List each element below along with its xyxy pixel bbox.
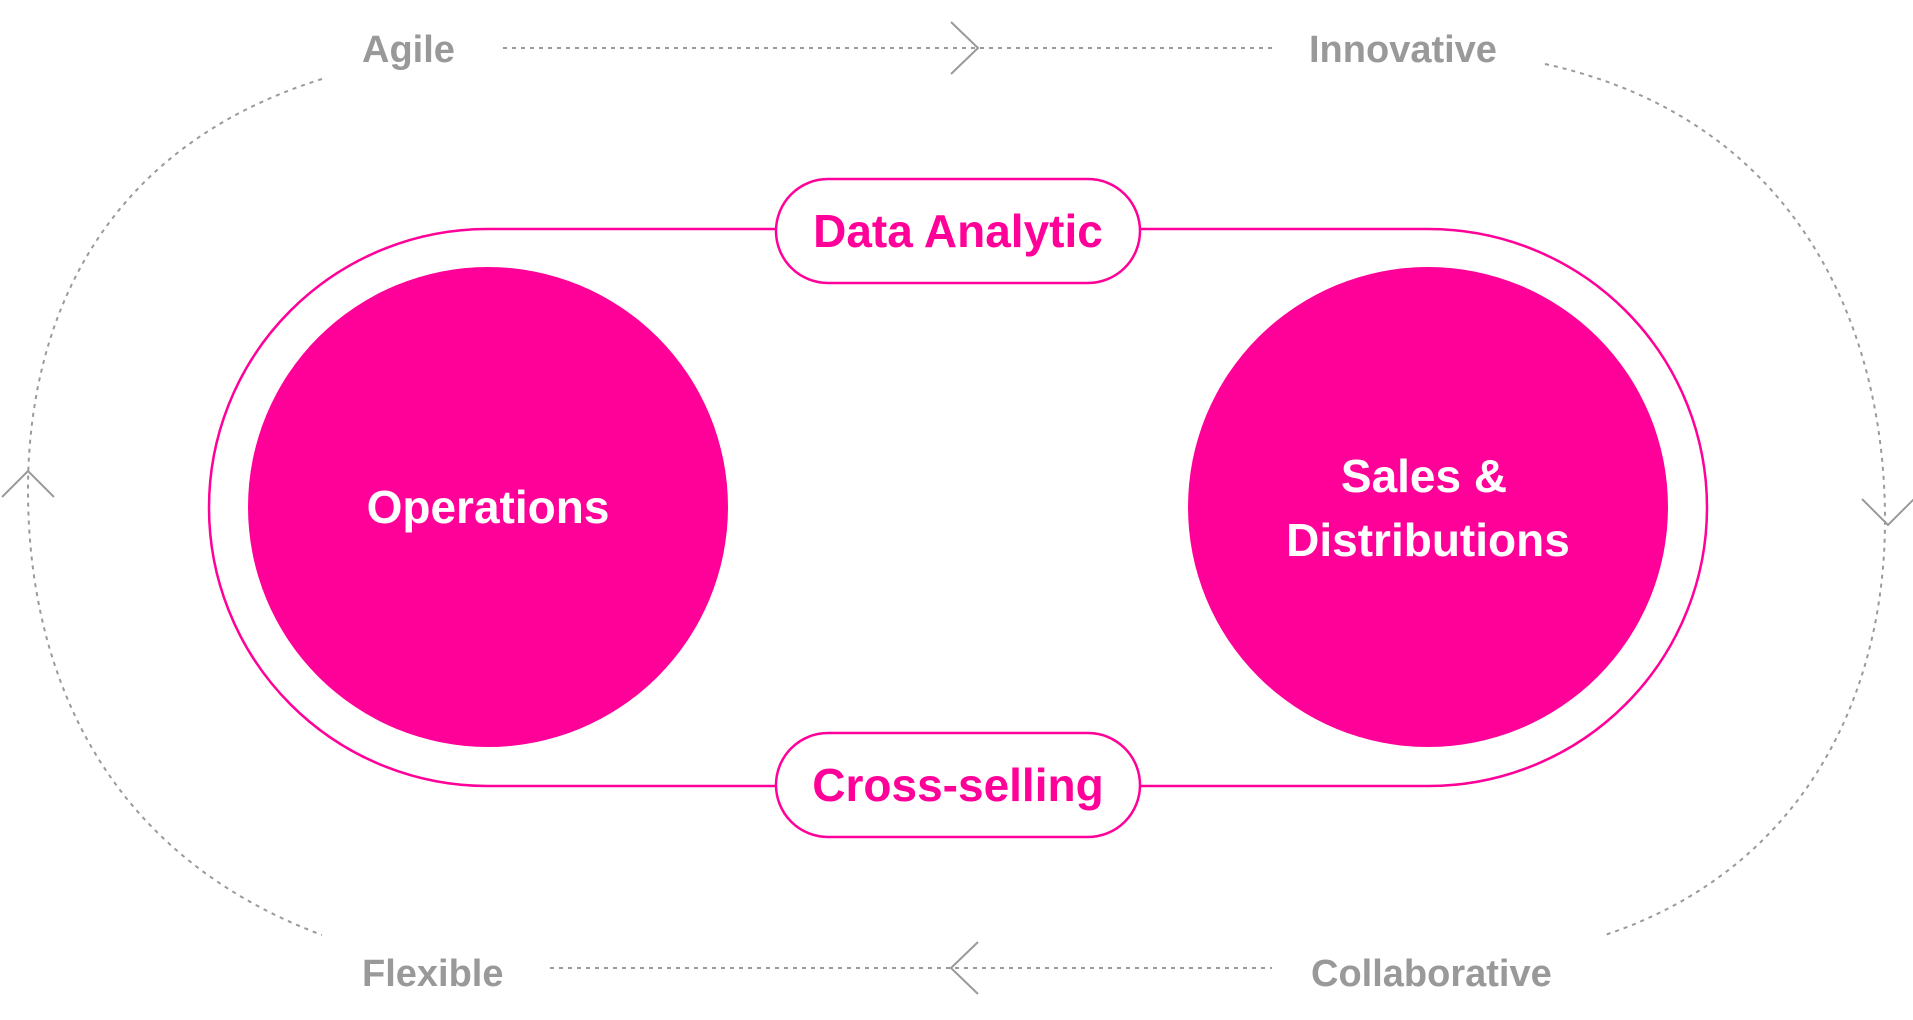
label-agile: Agile [362,29,455,71]
label-collaborative: Collaborative [1311,953,1552,995]
node-operations: Operations [248,267,728,747]
operations-label: Operations [367,481,610,533]
operations-circle [248,267,728,747]
cycle-arrows [1,21,1913,995]
label-innovative: Innovative [1309,29,1497,71]
right-dotted-arc [1544,63,1887,936]
sales-distributions-label-line2: Distributions [1286,514,1570,566]
chevron-up-icon [1,469,55,498]
chevron-down-icon [1861,498,1913,527]
node-sales-distributions: Sales & Distributions [1188,267,1668,747]
chevron-left-icon [949,941,979,995]
pill-data-analytic: Data Analytic [774,177,1142,285]
data-analytic-pill [774,177,1142,285]
sales-distributions-circle [1188,267,1668,747]
left-dotted-arc [26,78,323,936]
chevron-right-icon [950,21,980,75]
cross-selling-pill [774,731,1142,839]
outer-dotted-cycle [26,47,1887,969]
data-analytic-label: Data Analytic [813,205,1103,257]
cross-selling-label: Cross-selling [812,759,1103,811]
sales-distributions-label-line1: Sales & [1341,450,1507,502]
label-flexible: Flexible [362,953,504,995]
pill-cross-selling: Cross-selling [774,731,1142,839]
